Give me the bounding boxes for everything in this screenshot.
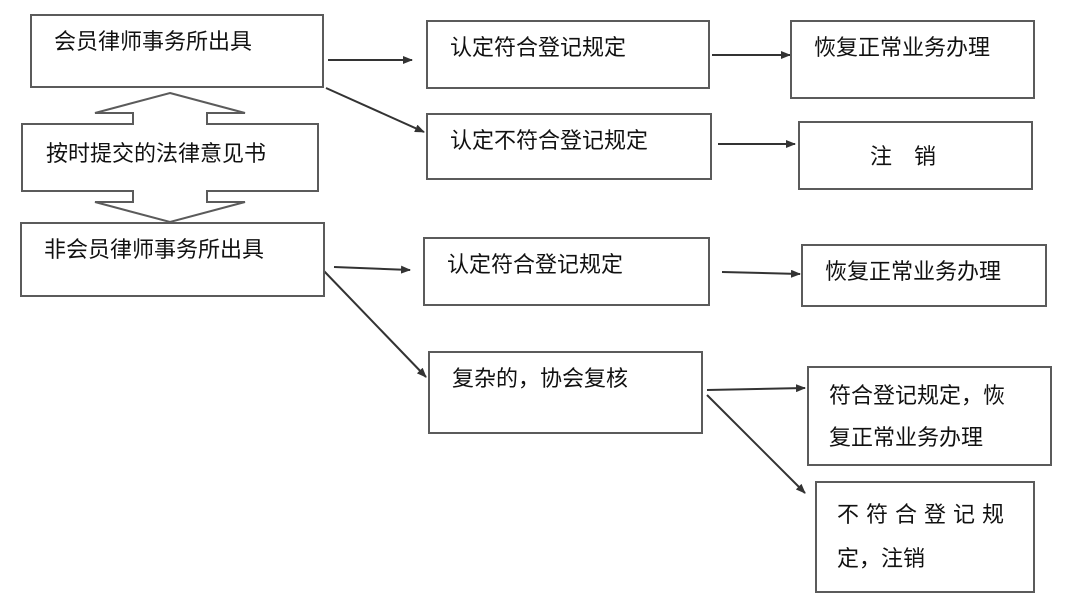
nonmember-resume-box: 恢复正常业务办理 xyxy=(801,244,1047,307)
member-issue-box: 会员律师事务所出具 xyxy=(30,14,324,88)
member-noncompliant-label: 认定不符合登记规定 xyxy=(450,129,649,154)
review-fail-box: 不 符 合 登 记 规 定，注销 xyxy=(815,481,1035,593)
arrow-member-to-noncompliant xyxy=(325,87,425,133)
review-ok-box: 符合登记规定，恢 复正常业务办理 xyxy=(807,366,1052,466)
arrow-nonmember-to-compliant xyxy=(333,265,411,274)
member-compliant-box: 认定符合登记规定 xyxy=(426,20,710,89)
review-fail-line1: 不 符 合 登 记 规 xyxy=(837,503,1004,528)
nonmember-compliant-label: 认定符合登记规定 xyxy=(447,253,624,278)
arrow-complex-to-review-fail xyxy=(706,394,806,494)
nonmember-complex-label: 复杂的，协会复核 xyxy=(452,367,629,392)
member-cancel-label: 注 销 xyxy=(870,145,937,170)
member-issue-label: 会员律师事务所出具 xyxy=(54,30,253,55)
review-ok-line1: 符合登记规定，恢 xyxy=(829,384,1006,409)
member-resume-label: 恢复正常业务办理 xyxy=(814,36,991,61)
nonmember-resume-label: 恢复正常业务办理 xyxy=(825,260,1002,285)
review-fail-line2: 定，注销 xyxy=(837,547,926,573)
review-ok-line2: 复正常业务办理 xyxy=(829,426,984,452)
submit-opinion-label: 按时提交的法律意见书 xyxy=(46,142,267,167)
nonmember-issue-label: 非会员律师事务所出具 xyxy=(44,238,265,263)
arrow-complex-to-review-ok xyxy=(706,384,806,393)
member-noncompliant-box: 认定不符合登记规定 xyxy=(426,113,712,180)
arrow-nonmember-to-complex xyxy=(322,269,427,378)
nonmember-compliant-box: 认定符合登记规定 xyxy=(423,237,710,306)
member-compliant-label: 认定符合登记规定 xyxy=(450,36,627,61)
nonmember-complex-box: 复杂的，协会复核 xyxy=(428,351,703,434)
member-cancel-box: 注 销 xyxy=(798,121,1033,190)
arrow-compliant-to-resume-2 xyxy=(721,269,801,278)
nonmember-issue-box: 非会员律师事务所出具 xyxy=(20,222,325,297)
member-resume-box: 恢复正常业务办理 xyxy=(790,20,1035,99)
